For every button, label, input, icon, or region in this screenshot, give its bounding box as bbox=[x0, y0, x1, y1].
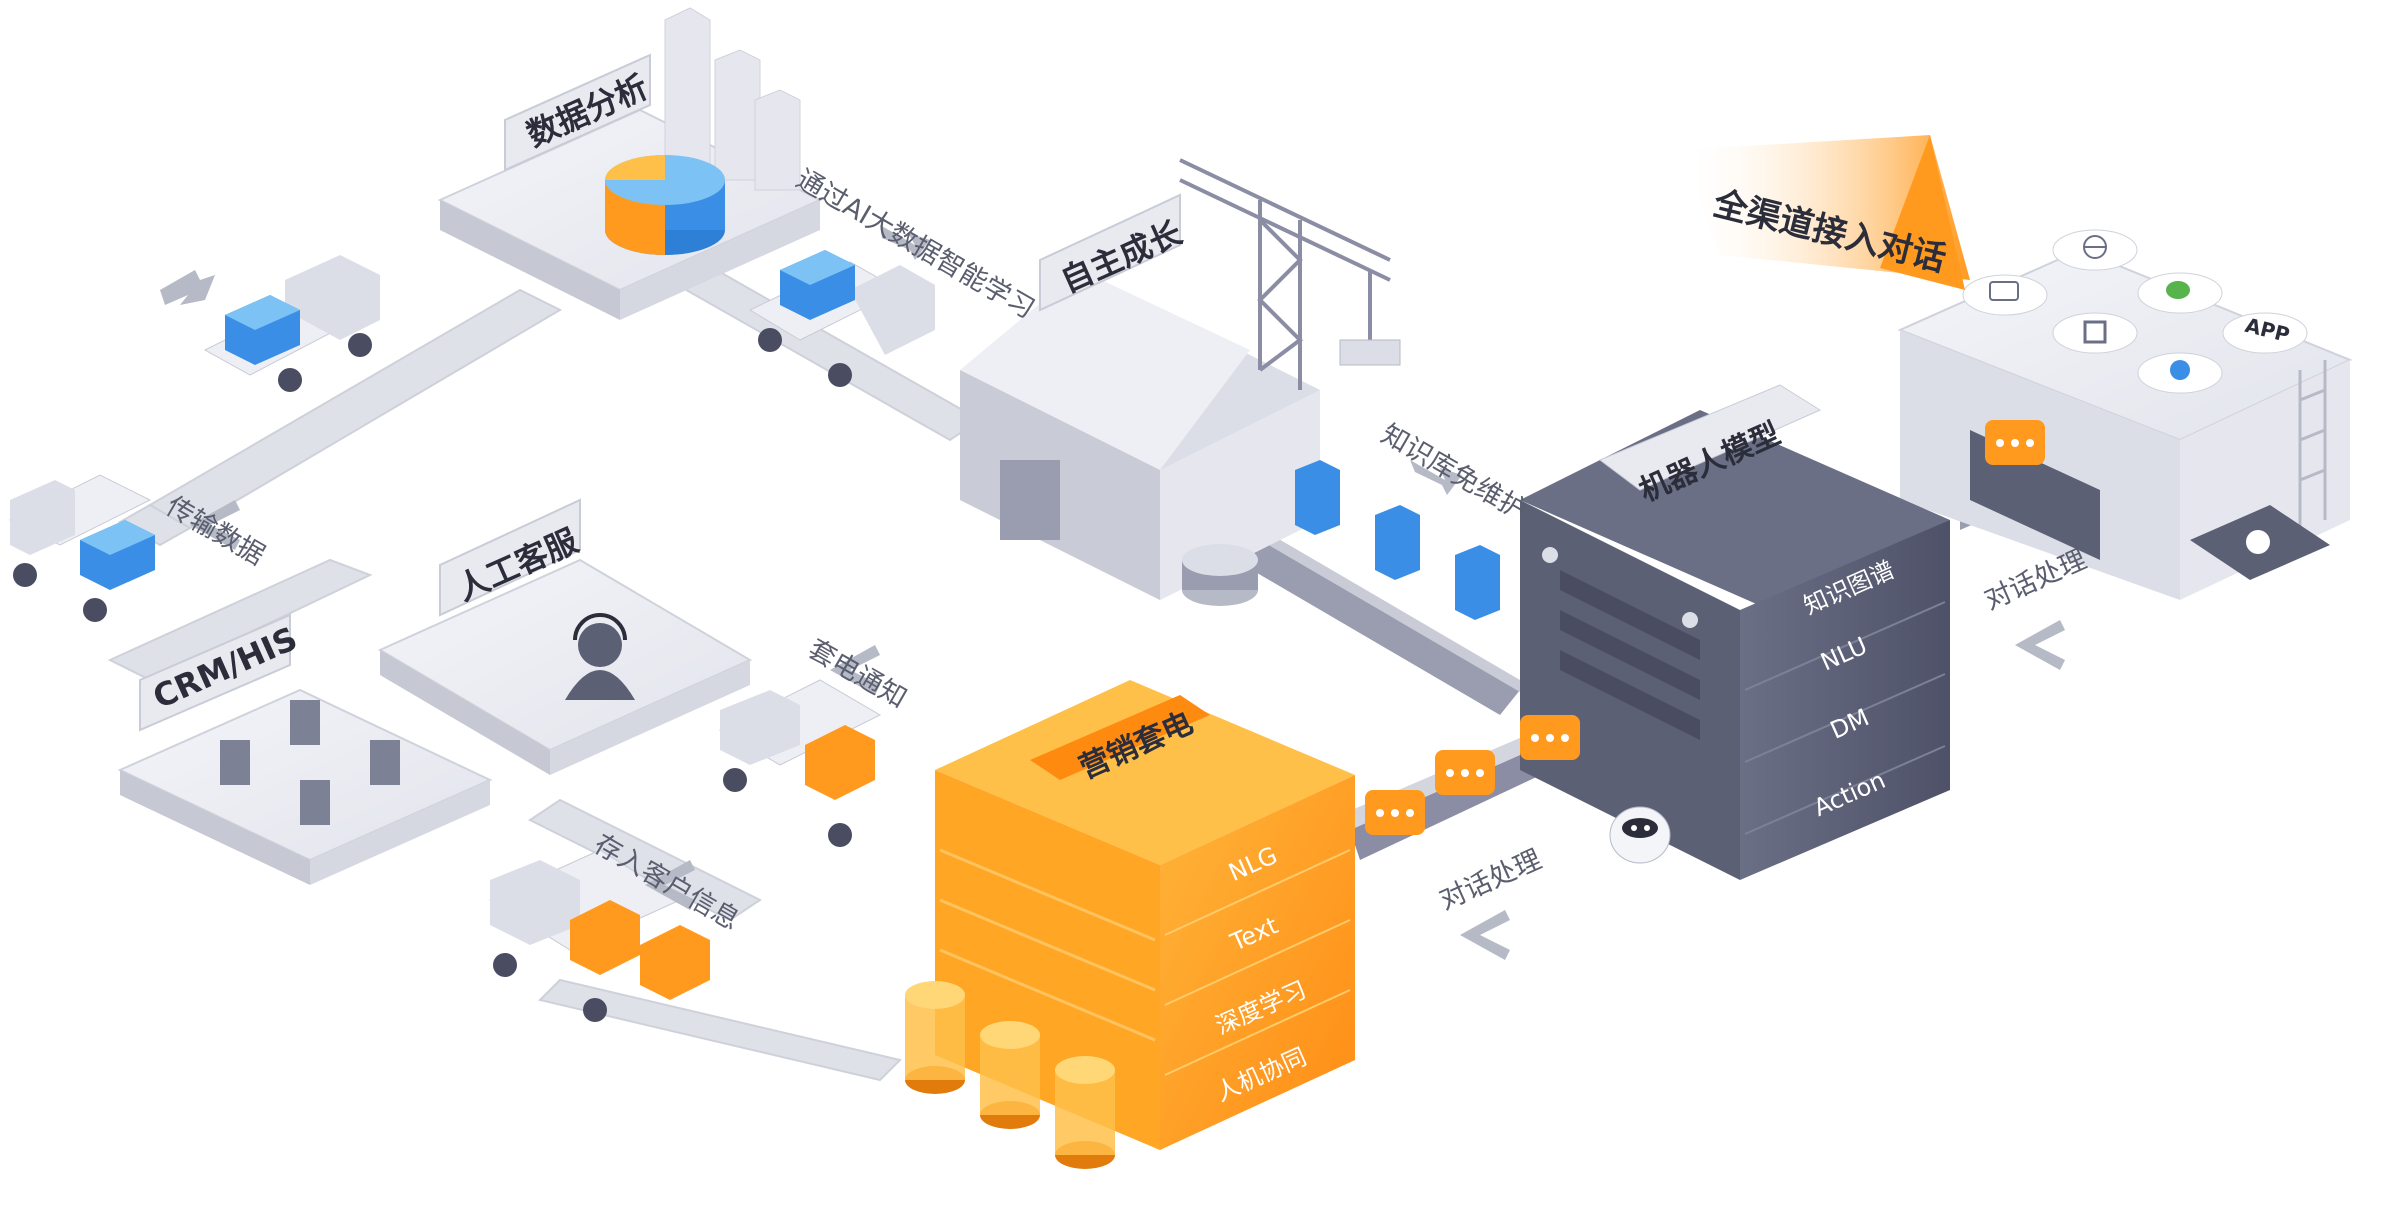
trucks bbox=[8, 250, 935, 1022]
human-service-node bbox=[377, 498, 753, 775]
self-growth-node bbox=[960, 158, 1401, 606]
app-icon bbox=[2222, 312, 2308, 354]
channel-icons bbox=[1962, 229, 2308, 394]
chat-bubbles bbox=[1365, 420, 2045, 835]
road-network bbox=[107, 253, 982, 1082]
truck-bottom bbox=[488, 849, 710, 1022]
knowledge-books bbox=[1295, 460, 1500, 620]
wallet-icon bbox=[1962, 274, 2048, 316]
robot-bot-icon bbox=[1609, 806, 1671, 864]
truck-top-left bbox=[203, 255, 380, 392]
channel-banner-arrow bbox=[1680, 135, 1970, 290]
flow-arrows bbox=[160, 225, 2065, 960]
coin-stacks bbox=[905, 981, 1115, 1169]
crm-his-node bbox=[117, 613, 493, 885]
robot-model-node bbox=[1520, 384, 1950, 880]
baidu-icon bbox=[2137, 352, 2223, 394]
data-analysis-node bbox=[437, 7, 823, 320]
globe-icon bbox=[2052, 229, 2138, 271]
headset-agent-icon bbox=[565, 613, 635, 700]
truck-left bbox=[8, 474, 155, 622]
truck-top-middle bbox=[748, 250, 935, 387]
wechat-icon bbox=[2137, 272, 2223, 314]
qrcode-icon bbox=[2052, 312, 2138, 354]
truck-middle bbox=[718, 679, 882, 847]
